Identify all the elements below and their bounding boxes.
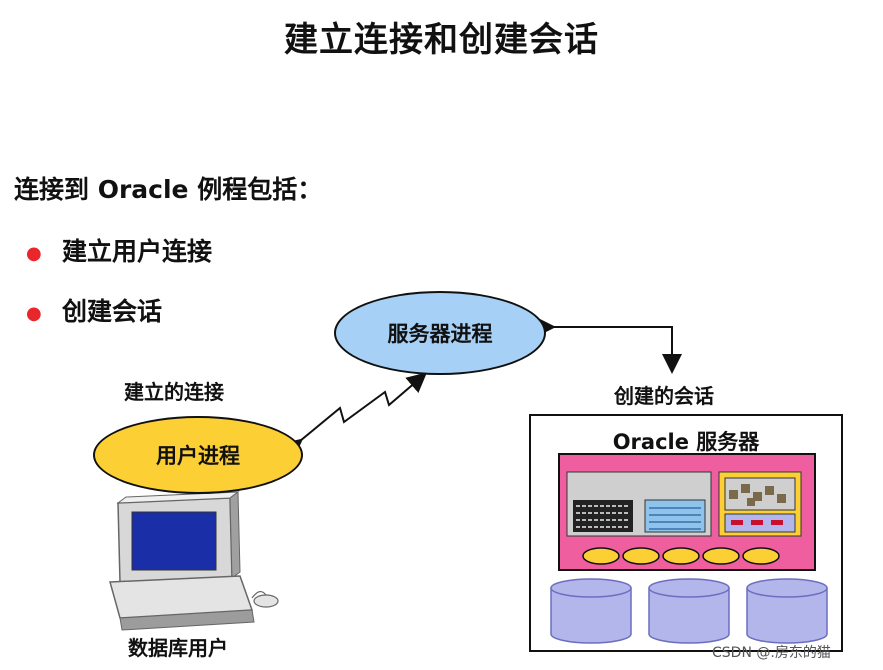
connection-label: 建立的连接: [124, 380, 224, 404]
database-user-label: 数据库用户: [128, 636, 228, 660]
intro-text: 连接到 Oracle 例程包括：: [14, 175, 323, 204]
oracle-server-label: Oracle 服务器: [612, 430, 760, 454]
session-arrow: [536, 317, 682, 374]
connection-line: [281, 372, 428, 459]
bullet-item: ● 建立用户连接: [26, 232, 212, 268]
database-cylinders: [550, 578, 828, 644]
user-process-node: 用户进程: [93, 416, 303, 494]
bullet-text: 建立用户连接: [62, 237, 213, 266]
session-label: 创建的会话: [614, 384, 714, 408]
bullet-dot-icon: ●: [26, 302, 42, 324]
user-process-label: 用户进程: [156, 444, 240, 468]
computer-icon: [109, 491, 279, 631]
oracle-server-box: Oracle 服务器: [529, 414, 843, 652]
oracle-server-graphic: [550, 453, 828, 644]
bullet-dot-icon: ●: [26, 242, 42, 264]
watermark: CSDN @.房东的猫: [712, 645, 831, 661]
bullet-text: 创建会话: [62, 297, 163, 326]
server-process-node: 服务器进程: [334, 291, 546, 375]
page-title: 建立连接和创建会话: [284, 20, 599, 60]
server-process-label: 服务器进程: [387, 322, 493, 346]
bullet-item: ● 创建会话: [26, 292, 162, 328]
